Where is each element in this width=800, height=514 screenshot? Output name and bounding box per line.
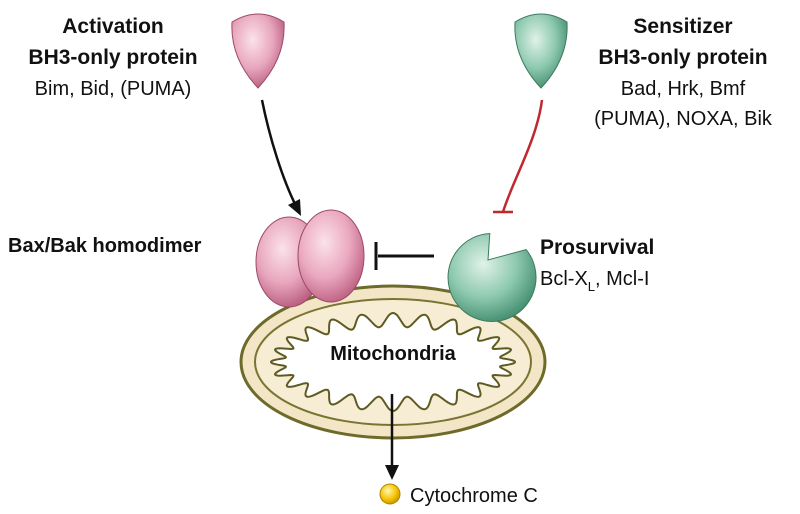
prosurvival-members-subscript: L [588, 279, 595, 294]
prosurvival-members-prefix: Bcl-X [540, 268, 588, 290]
bax-bak-label: Bax/Bak homodimer [8, 235, 202, 257]
mitochondria-label: Mitochondria [330, 343, 456, 365]
cytochrome-c-icon [379, 483, 401, 505]
sensitizer-title: Sensitizer [633, 15, 732, 38]
sensitizer-bh3-protein-icon [514, 13, 568, 89]
activation-arrow-head [288, 199, 301, 216]
mitochondria [239, 284, 547, 440]
cytochrome-c-label: Cytochrome C [410, 485, 538, 507]
prosurvival-title: Prosurvival [540, 236, 654, 259]
activation-subtitle: BH3-only protein [28, 46, 197, 69]
activation-arrow [260, 99, 298, 207]
sensitizer-subtitle: BH3-only protein [598, 46, 767, 69]
sensitizer-inhibit-line [501, 99, 544, 213]
mitochondria-cristae [269, 311, 517, 413]
prosurvival-members: Bcl-XL, Mcl-I [540, 268, 649, 294]
bax-monomer-right [297, 209, 365, 303]
cytochrome-release-arrow-head [385, 465, 399, 480]
sensitizer-members-line1: Bad, Hrk, Bmf [621, 78, 746, 100]
activation-members: Bim, Bid, (PUMA) [35, 78, 192, 100]
sensitizer-members-line2: (PUMA), NOXA, Bik [594, 108, 773, 130]
activation-title: Activation [62, 15, 164, 38]
prosurvival-protein-icon [447, 232, 537, 322]
activation-bh3-protein-icon [231, 13, 285, 89]
prosurvival-members-suffix: , Mcl-I [595, 268, 649, 290]
